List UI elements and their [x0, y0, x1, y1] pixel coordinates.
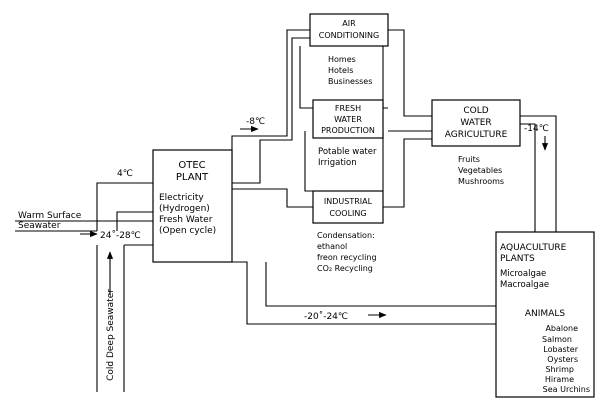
industrial-cooling-box — [312, 190, 384, 224]
industrial-cooling-title-1: INDUSTRIAL — [324, 197, 373, 206]
otec-plant-body-4: (Open cycle) — [159, 226, 216, 236]
temp-14-label: -14℃ — [524, 124, 549, 134]
aquaculture-box — [495, 231, 595, 398]
flow-arrows — [80, 125, 549, 319]
cold-water-agriculture: COLD WATER AGRICULTURE Fruits Vegetables… — [431, 99, 521, 186]
industrial-cooling-title-2: COOLING — [329, 209, 366, 218]
cold-water-title-1: COLD — [463, 106, 488, 116]
fresh-water-title-2: WATER — [334, 115, 362, 124]
animal-5: Shrimp — [545, 365, 574, 374]
air-conditioning-box — [309, 13, 389, 47]
pipe-industrial-cold — [383, 138, 432, 208]
pipe-otec-industrial — [232, 188, 313, 208]
otec-plant-title-2: PLANT — [176, 172, 209, 183]
air-conditioning-note-2: Hotels — [328, 66, 353, 75]
industrial-cooling: INDUSTRIAL COOLING Condensation: ethanol… — [312, 190, 384, 273]
aquaculture-title-1: AQUACULTURE — [500, 243, 567, 253]
otec-plant-title-1: OTEC — [178, 160, 205, 171]
temp-4-label: 4℃ — [117, 169, 133, 179]
industrial-cooling-note-2: ethanol — [317, 242, 347, 251]
cold-water-note-3: Mushrooms — [458, 177, 504, 186]
industrial-cooling-note-4: CO₂ Recycling — [317, 264, 373, 273]
pipe-cold-aqua-right — [520, 115, 557, 232]
air-conditioning: AIR CONDITIONING Homes Hotels Businesses — [309, 13, 389, 86]
air-conditioning-title-2: CONDITIONING — [319, 31, 379, 40]
fresh-water-box — [312, 99, 384, 139]
air-conditioning-note-1: Homes — [328, 55, 356, 64]
pipe-air-fresh-right — [382, 46, 388, 109]
cold-water-title-3: AGRICULTURE — [445, 130, 508, 140]
otec-plant-box — [152, 149, 233, 263]
flow-labels: Warm Surface Seawater 24˚-28℃ 4℃ -8℃ -14… — [18, 117, 549, 381]
otec-plant-body-1: Electricity — [159, 193, 204, 203]
animal-2: Salmon — [542, 335, 572, 344]
pipe-otec-aqua-lower — [232, 261, 496, 325]
otec-plant-body-3: Fresh Water — [159, 215, 213, 225]
cold-water-title-2: WATER — [460, 118, 491, 128]
otec-plant-body-2: (Hydrogen) — [159, 204, 210, 214]
animal-6: Hirame — [545, 375, 574, 384]
air-conditioning-note-3: Businesses — [328, 77, 372, 86]
fresh-water-note-1: Potable water — [318, 147, 377, 157]
pipe-otec-out-upper — [231, 29, 310, 179]
otec-plant: OTEC PLANT Electricity (Hydrogen) Fresh … — [152, 149, 233, 263]
fresh-water-title-1: FRESH — [335, 104, 361, 113]
pipes — [15, 29, 557, 392]
aquaculture-plant-1: Microalgae — [500, 269, 546, 279]
pipe-otec-out-upper-in — [232, 37, 310, 184]
animal-4: Oysters — [547, 355, 578, 364]
pipe-air-cold — [388, 29, 432, 117]
animal-3: Lobaster — [543, 345, 578, 354]
fresh-water-production: FRESH WATER PRODUCTION Potable water Irr… — [312, 99, 384, 168]
aquaculture-animals-title: ANIMALS — [525, 309, 565, 319]
temp-warm-label: 24˚-28℃ — [100, 230, 141, 241]
pipe-fresh-industrial-left — [304, 131, 313, 192]
cold-water-note-2: Vegetables — [458, 166, 502, 175]
industrial-cooling-note-3: freon recycling — [317, 253, 377, 262]
fresh-water-note-2: Irrigation — [318, 158, 357, 168]
cold-water-agriculture-box — [431, 99, 521, 147]
pipe-warm-inner — [116, 211, 153, 231]
cold-deep-label: Cold Deep Seawater — [106, 289, 116, 381]
industrial-cooling-note-1: Condensation: — [317, 231, 375, 240]
aquaculture-plant-2: Macroalgae — [500, 280, 549, 290]
fresh-water-title-3: PRODUCTION — [321, 126, 375, 135]
temp-8-label: -8℃ — [246, 117, 265, 127]
pipe-warm-return — [96, 182, 153, 231]
warm-surface-label-2: Seawater — [18, 221, 61, 231]
air-conditioning-title-1: AIR — [342, 19, 356, 28]
cold-water-note-1: Fruits — [458, 155, 480, 164]
pipe-air-fresh-left — [299, 46, 313, 109]
aquaculture-plants: AQUACULTURE PLANTS Microalgae Macroalgae… — [495, 231, 595, 398]
pipe-otec-aqua-upper — [265, 262, 496, 307]
temp-20-label: -20˚-24℃ — [304, 311, 348, 322]
aquaculture-title-2: PLANTS — [500, 254, 535, 264]
animal-7: Sea Urchins — [543, 385, 590, 394]
animal-1: Abalone — [545, 324, 578, 333]
pipe-cold-aqua-left — [520, 123, 536, 232]
warm-surface-label-1: Warm Surface — [18, 211, 82, 221]
